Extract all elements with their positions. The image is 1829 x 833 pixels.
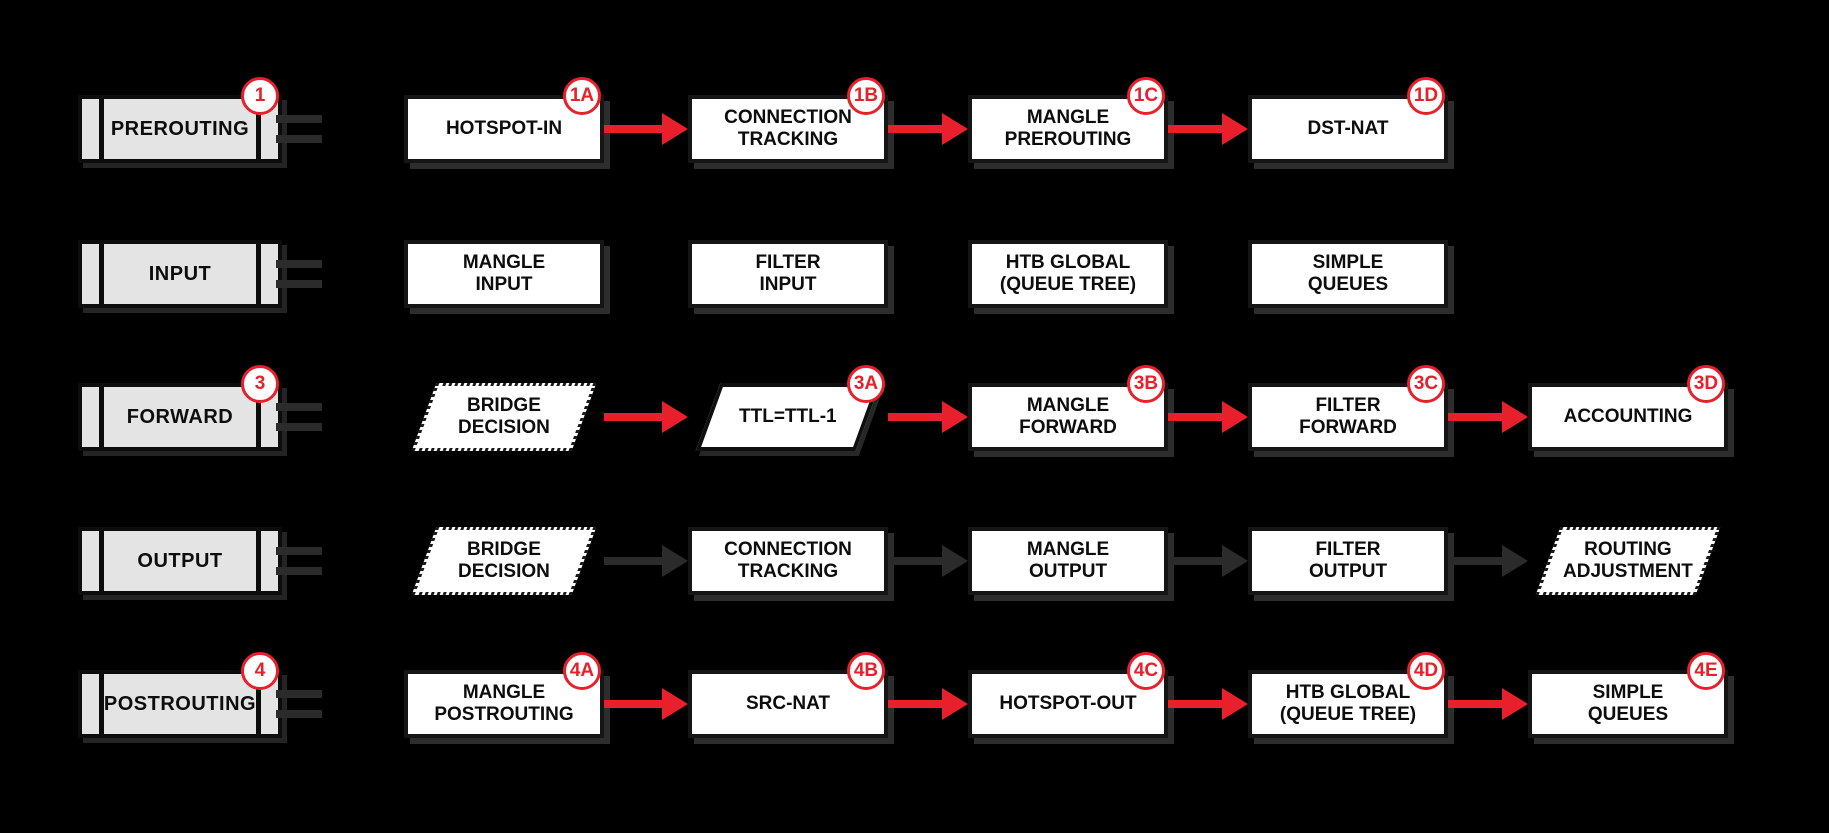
badge-3d: 3D xyxy=(1687,365,1725,403)
badge-1c: 1C xyxy=(1127,77,1165,115)
badge-4c: 4C xyxy=(1127,652,1165,690)
badge-4a: 4A xyxy=(563,652,601,690)
badge-1b: 1B xyxy=(847,77,885,115)
chain-sidebar-left xyxy=(99,244,104,304)
chain-sidebar-left xyxy=(99,387,104,447)
step-connection-tracking: CONNECTION TRACKING xyxy=(688,527,888,595)
chain-sidebar-right xyxy=(256,244,261,304)
chain-box-output: OUTPUT xyxy=(78,527,282,595)
badge-4e: 4E xyxy=(1687,652,1725,690)
badge-4d: 4D xyxy=(1407,652,1445,690)
badge-3: 3 xyxy=(241,365,279,403)
chain-label: OUTPUT xyxy=(137,549,223,572)
badge-1: 1 xyxy=(241,77,279,115)
row-postrouting: POSTROUTING 4 MANGLE POSTROUTING 4A SRC-… xyxy=(0,652,1829,738)
badge-3b: 3B xyxy=(1127,365,1165,403)
step-routing-adjustment: ROUTING ADJUSTMENT xyxy=(1535,527,1721,595)
arrow-right-icon xyxy=(1168,383,1248,451)
arrow-right-icon xyxy=(604,383,688,451)
chain-label: PREROUTING xyxy=(110,117,250,140)
chain-sidebar-left xyxy=(99,99,104,159)
arrow-right-icon xyxy=(888,383,968,451)
badge-1d: 1D xyxy=(1407,77,1445,115)
arrow-right-icon xyxy=(1168,670,1248,738)
chain-label: FORWARD xyxy=(126,405,234,428)
arrow-right-icon xyxy=(1448,670,1528,738)
step-mangle-prerouting: MANGLE PREROUTING xyxy=(968,95,1168,163)
arrow-right-icon xyxy=(604,527,688,595)
arrow-right-icon xyxy=(1168,95,1248,163)
badge-3c: 3C xyxy=(1407,365,1445,403)
arrow-right-icon xyxy=(1168,527,1248,595)
equals-icon xyxy=(276,240,322,308)
row-input: INPUT MANGLE INPUT FILTER INPUT HTB GLOB… xyxy=(0,240,1829,308)
equals-icon xyxy=(276,670,322,738)
chain-sidebar-right xyxy=(256,99,261,159)
chain-label: INPUT xyxy=(148,262,212,285)
row-output: OUTPUT BRIDGE DECISION CONNECTION TRACKI… xyxy=(0,527,1829,595)
arrow-right-icon xyxy=(1448,383,1528,451)
arrow-right-icon xyxy=(888,527,968,595)
arrow-right-icon xyxy=(888,670,968,738)
equals-icon xyxy=(276,383,322,451)
equals-icon xyxy=(276,95,322,163)
arrow-right-icon xyxy=(1448,527,1528,595)
arrow-right-icon xyxy=(888,95,968,163)
badge-3a: 3A xyxy=(847,365,885,403)
step-htb-global-queue-tree: HTB GLOBAL (QUEUE TREE) xyxy=(968,240,1168,308)
step-filter-input: FILTER INPUT xyxy=(688,240,888,308)
step-hotspot-out: HOTSPOT-OUT xyxy=(968,670,1168,738)
step-mangle-postrouting: MANGLE POSTROUTING xyxy=(404,670,604,738)
step-bridge-decision: BRIDGE DECISION xyxy=(411,527,597,595)
equals-icon xyxy=(276,527,322,595)
chain-sidebar-left xyxy=(99,531,104,591)
badge-4b: 4B xyxy=(847,652,885,690)
chain-box-forward: FORWARD xyxy=(78,383,282,451)
row-prerouting: PREROUTING 1 HOTSPOT-IN 1A CONNECTION TR… xyxy=(0,77,1829,163)
step-mangle-input: MANGLE INPUT xyxy=(404,240,604,308)
chain-box-input: INPUT xyxy=(78,240,282,308)
badge-1a: 1A xyxy=(563,77,601,115)
step-simple-queues: SIMPLE QUEUES xyxy=(1248,240,1448,308)
chain-label: POSTROUTING xyxy=(103,692,257,715)
arrow-right-icon xyxy=(604,670,688,738)
chain-sidebar-right xyxy=(256,531,261,591)
chain-sidebar-right xyxy=(256,674,261,734)
chain-sidebar-left xyxy=(99,674,104,734)
step-bridge-decision: BRIDGE DECISION xyxy=(411,383,597,451)
arrow-right-icon xyxy=(604,95,688,163)
step-filter-output: FILTER OUTPUT xyxy=(1248,527,1448,595)
badge-4: 4 xyxy=(241,652,279,690)
chain-sidebar-right xyxy=(256,387,261,447)
row-forward: FORWARD 3 BRIDGE DECISION TTL=TTL-1 3A M… xyxy=(0,365,1829,451)
step-mangle-output: MANGLE OUTPUT xyxy=(968,527,1168,595)
